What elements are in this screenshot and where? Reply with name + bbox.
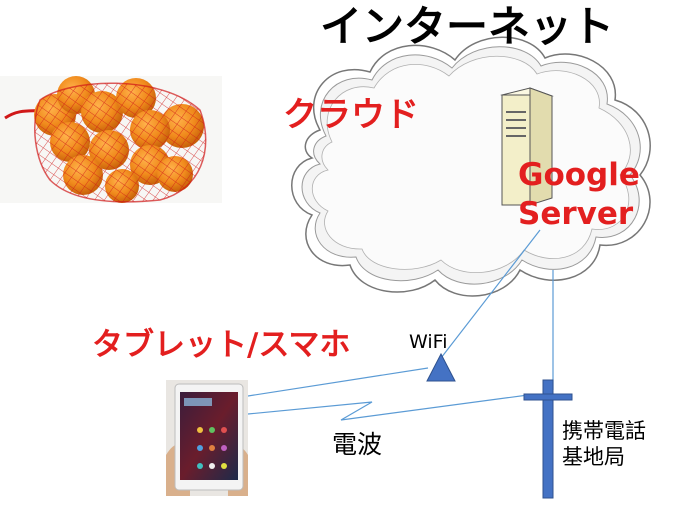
base-station-label: 携帯電話 基地局: [562, 418, 646, 471]
diagram-title: インターネット: [320, 2, 615, 51]
cell-tower-icon: [523, 379, 573, 499]
link-wifi-to-server: [440, 229, 541, 359]
wifi-antenna-icon: [426, 352, 456, 382]
server-tower-icon: [500, 87, 554, 206]
link-tablet-to-wifi: [247, 367, 429, 397]
cloud-label: クラウド: [283, 95, 419, 135]
wifi-label: WiFi: [409, 331, 448, 353]
base-station-label-line1: 携帯電話: [562, 419, 646, 443]
server-label-line1: Google: [518, 157, 640, 193]
tablet-photo: [166, 380, 248, 496]
tablet-label: タブレット/スマホ: [92, 327, 351, 363]
radio-wave-link: [247, 394, 529, 421]
server-label-line2: Server: [518, 195, 634, 232]
orange-net-photo: [0, 76, 222, 203]
radio-wave-label: 電波: [332, 430, 383, 459]
base-station-label-line2: 基地局: [562, 445, 625, 470]
connection-lines: [247, 229, 554, 421]
server-label: Google Server: [518, 156, 640, 234]
